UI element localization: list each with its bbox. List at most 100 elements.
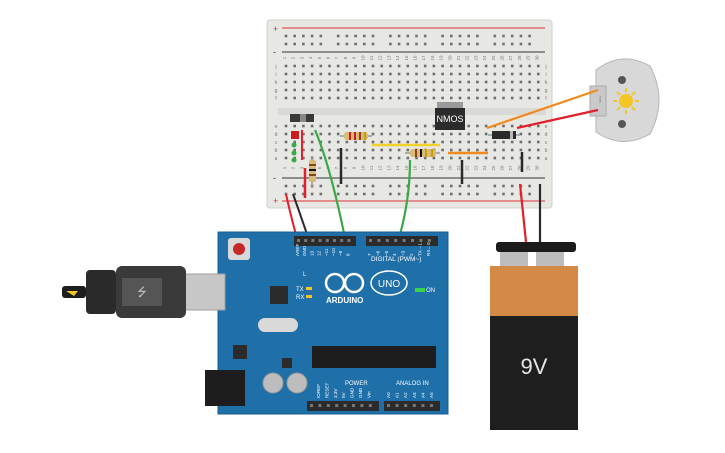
breadboard-hole[interactable]: [458, 132, 462, 136]
rail-hole[interactable]: [467, 42, 470, 46]
rail-hole[interactable]: [458, 184, 462, 188]
resistor-gate[interactable]: [340, 132, 372, 140]
breadboard-hole[interactable]: [476, 88, 479, 92]
breadboard-hole[interactable]: [432, 124, 436, 128]
rail-hole[interactable]: [319, 34, 323, 38]
breadboard-hole[interactable]: [336, 64, 340, 68]
header-pin[interactable]: [347, 239, 351, 242]
rail-hole[interactable]: [345, 34, 349, 38]
breadboard-hole[interactable]: [528, 148, 531, 152]
breadboard-hole[interactable]: [406, 88, 410, 92]
rail-hole[interactable]: [476, 42, 479, 46]
rail-hole[interactable]: [345, 42, 349, 46]
header-pin[interactable]: [310, 404, 313, 407]
breadboard-hole[interactable]: [415, 132, 418, 136]
breadboard-hole[interactable]: [510, 80, 514, 84]
red-wire-motor[interactable]: [516, 108, 599, 130]
breadboard-hole[interactable]: [519, 96, 523, 100]
breadboard-hole[interactable]: [510, 124, 514, 128]
rail-hole[interactable]: [476, 192, 479, 196]
breadboard-hole[interactable]: [371, 72, 375, 76]
breadboard-hole[interactable]: [284, 72, 288, 76]
breadboard-hole[interactable]: [345, 80, 349, 84]
breadboard-hole[interactable]: [328, 156, 331, 160]
breadboard-hole[interactable]: [336, 72, 340, 76]
rail-hole[interactable]: [284, 34, 288, 38]
breadboard-hole[interactable]: [476, 156, 479, 160]
header-pin[interactable]: [297, 239, 300, 242]
breadboard-hole[interactable]: [476, 64, 479, 68]
rail-hole[interactable]: [371, 192, 375, 196]
rail-hole[interactable]: [450, 42, 453, 46]
green-wire-pin10[interactable]: [313, 129, 347, 239]
breadboard-hole[interactable]: [502, 140, 505, 144]
rail-hole[interactable]: [302, 42, 305, 46]
rail-hole[interactable]: [397, 184, 401, 188]
breadboard-hole[interactable]: [293, 96, 296, 100]
breadboard-hole[interactable]: [450, 96, 453, 100]
breadboard-hole[interactable]: [510, 156, 514, 160]
breadboard-hole[interactable]: [380, 140, 383, 144]
breadboard-hole[interactable]: [397, 88, 401, 92]
header-pin[interactable]: [394, 239, 398, 242]
breadboard-hole[interactable]: [380, 156, 383, 160]
breadboard-hole[interactable]: [519, 72, 523, 76]
breadboard-hole[interactable]: [302, 156, 305, 160]
breadboard-hole[interactable]: [537, 140, 540, 144]
breadboard-hole[interactable]: [423, 72, 427, 76]
header-pin[interactable]: [421, 404, 425, 407]
breadboard-hole[interactable]: [484, 88, 488, 92]
rail-hole[interactable]: [302, 184, 305, 188]
rail-hole[interactable]: [310, 192, 314, 196]
breadboard-hole[interactable]: [450, 132, 453, 136]
breadboard-hole[interactable]: [336, 140, 340, 144]
rail-hole[interactable]: [423, 192, 427, 196]
breadboard-hole[interactable]: [380, 96, 383, 100]
breadboard-hole[interactable]: [336, 80, 340, 84]
rail-hole[interactable]: [467, 192, 470, 196]
breadboard-hole[interactable]: [354, 140, 357, 144]
header-pin[interactable]: [419, 239, 423, 242]
breadboard-hole[interactable]: [519, 64, 523, 68]
breadboard-hole[interactable]: [319, 80, 323, 84]
rail-hole[interactable]: [371, 34, 375, 38]
rail-hole[interactable]: [493, 34, 497, 38]
breadboard-hole[interactable]: [502, 80, 505, 84]
rail-hole[interactable]: [415, 42, 418, 46]
breadboard-hole[interactable]: [354, 80, 357, 84]
breadboard-hole[interactable]: [467, 72, 470, 76]
breadboard-hole[interactable]: [432, 132, 436, 136]
breadboard-hole[interactable]: [450, 88, 453, 92]
rail-hole[interactable]: [528, 42, 531, 46]
rail-hole[interactable]: [363, 34, 366, 38]
breadboard-hole[interactable]: [310, 64, 314, 68]
breadboard-hole[interactable]: [415, 140, 418, 144]
button-module[interactable]: [290, 114, 314, 122]
breadboard-hole[interactable]: [406, 156, 410, 160]
breadboard-hole[interactable]: [484, 96, 488, 100]
breadboard-hole[interactable]: [363, 88, 366, 92]
breadboard-hole[interactable]: [406, 96, 410, 100]
breadboard-hole[interactable]: [336, 88, 340, 92]
rail-hole[interactable]: [336, 184, 340, 188]
breadboard-hole[interactable]: [284, 140, 288, 144]
breadboard-hole[interactable]: [293, 140, 296, 144]
rail-hole[interactable]: [302, 34, 305, 38]
rail-hole[interactable]: [389, 192, 392, 196]
breadboard-hole[interactable]: [380, 72, 383, 76]
breadboard-hole[interactable]: [310, 80, 314, 84]
breadboard-hole[interactable]: [389, 156, 392, 160]
breadboard-hole[interactable]: [319, 148, 323, 152]
breadboard-hole[interactable]: [467, 140, 470, 144]
breadboard-hole[interactable]: [467, 64, 470, 68]
breadboard-hole[interactable]: [284, 88, 288, 92]
breadboard-hole[interactable]: [528, 96, 531, 100]
breadboard-hole[interactable]: [345, 64, 349, 68]
breadboard-hole[interactable]: [502, 72, 505, 76]
breadboard-hole[interactable]: [502, 156, 505, 160]
breadboard-hole[interactable]: [363, 64, 366, 68]
breadboard-hole[interactable]: [423, 140, 427, 144]
rail-hole[interactable]: [354, 184, 357, 188]
breadboard-hole[interactable]: [293, 72, 296, 76]
breadboard-hole[interactable]: [406, 148, 410, 152]
